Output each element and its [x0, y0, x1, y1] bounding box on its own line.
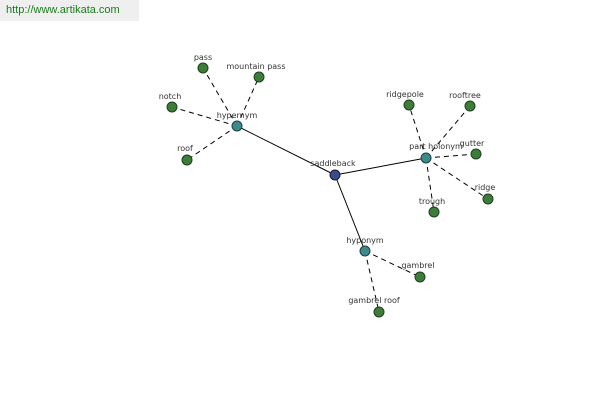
node-label-gambrel[interactable]: gambrel — [401, 261, 434, 270]
node-notch[interactable] — [166, 101, 178, 113]
node-label-gutter[interactable]: gutter — [460, 139, 485, 148]
node-hypernym[interactable] — [231, 120, 243, 132]
edge-part-holonym-ridge — [425, 157, 489, 200]
node-ridgepole[interactable] — [403, 99, 415, 111]
edge-hypernym-roof — [186, 125, 238, 161]
node-gambrel[interactable] — [414, 271, 426, 283]
node-label-ridgepole[interactable]: ridgepole — [386, 90, 424, 99]
edge-part-holonym-gutter — [425, 153, 477, 159]
edge-hypernym-notch — [171, 106, 238, 127]
edge-hyponym-gambrel-roof — [364, 250, 380, 313]
edge-hypernym-pass — [202, 67, 238, 127]
node-label-hypernym[interactable]: hypernym — [217, 111, 258, 120]
node-gutter[interactable] — [470, 148, 482, 160]
node-label-saddleback[interactable]: saddleback — [310, 159, 356, 168]
edge-saddleback-part-holonym — [334, 157, 427, 176]
node-hyponym[interactable] — [359, 245, 371, 257]
edge-part-holonym-rooftree — [425, 105, 471, 159]
node-label-gambrel-roof[interactable]: gambrel roof — [348, 296, 400, 305]
node-gambrel-roof[interactable] — [373, 306, 385, 318]
edge-part-holonym-trough — [425, 157, 435, 213]
node-label-rooftree[interactable]: rooftree — [449, 91, 481, 100]
edges-layer — [171, 67, 489, 313]
node-ridge[interactable] — [482, 193, 494, 205]
node-label-pass[interactable]: pass — [194, 53, 212, 62]
node-pass[interactable] — [197, 62, 209, 74]
node-label-trough[interactable]: trough — [419, 197, 445, 206]
node-part-holonym[interactable] — [420, 152, 432, 164]
node-label-ridge[interactable]: ridge — [475, 183, 496, 192]
node-saddleback[interactable] — [329, 169, 341, 181]
node-rooftree[interactable] — [464, 100, 476, 112]
edge-part-holonym-ridgepole — [408, 104, 427, 159]
node-mountain-pass[interactable] — [253, 71, 265, 83]
node-label-hyponym[interactable]: hyponym — [346, 236, 384, 245]
site-url-link[interactable]: http://www.artikata.com — [0, 0, 139, 21]
node-label-part-holonym[interactable]: part holonym — [409, 142, 463, 151]
edge-saddleback-hyponym — [334, 174, 366, 252]
nodes-layer — [166, 62, 494, 318]
node-trough[interactable] — [428, 206, 440, 218]
edge-saddleback-hypernym — [236, 125, 336, 176]
node-label-roof[interactable]: roof — [177, 144, 193, 153]
node-label-notch[interactable]: notch — [159, 92, 182, 101]
node-roof[interactable] — [181, 154, 193, 166]
node-label-mountain-pass[interactable]: mountain pass — [226, 62, 285, 71]
labels-layer: saddleback hypernym part holonym hyponym pas… — [159, 53, 496, 305]
edge-hyponym-gambrel — [364, 250, 421, 278]
